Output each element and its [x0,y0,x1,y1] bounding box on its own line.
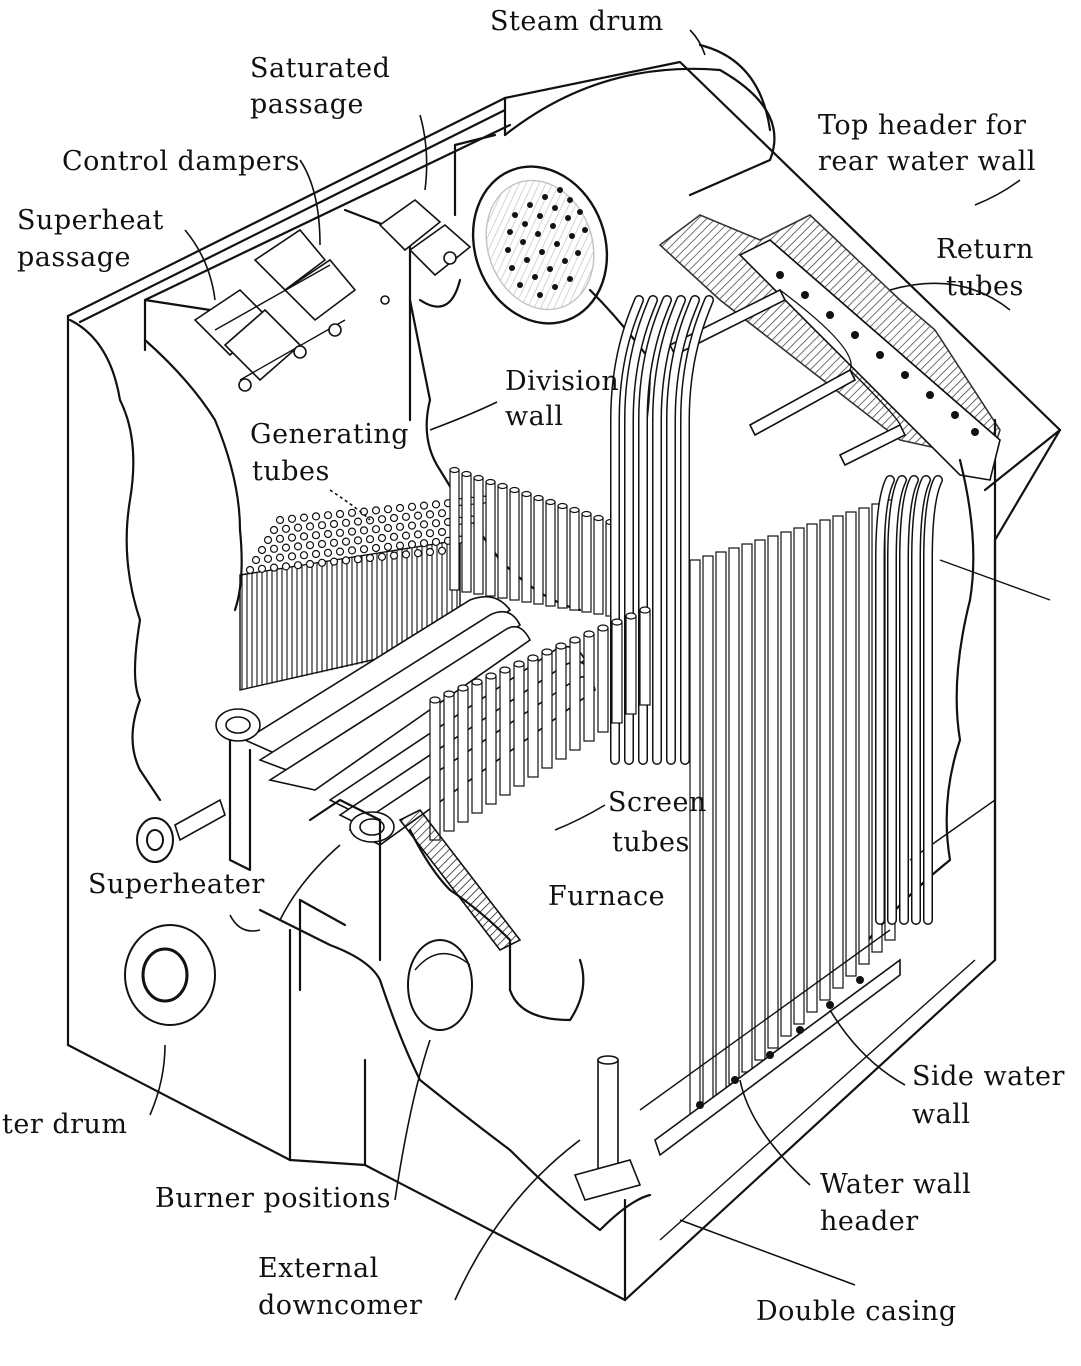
side-water-wall-tubes [689,475,943,1121]
steam-drum [471,43,776,325]
diagram-labels: Steam drum Saturated passage Control dam… [2,6,1065,1327]
label-steam-drum: Steam drum [490,6,664,37]
label-saturated-passage-2: passage [250,89,364,120]
label-return-tubes-1: Return [936,234,1034,265]
label-screen-tubes-1: Screen [608,787,707,818]
label-superheat-passage-1: Superheat [17,205,164,236]
label-external-downcomer-1: External [258,1253,379,1284]
label-division-wall-1: Division [505,366,619,397]
label-side-water-wall-1: Side water [912,1061,1065,1092]
label-furnace: Furnace [548,881,665,912]
label-screen-tubes-2: tubes [612,827,690,858]
label-external-downcomer-2: downcomer [258,1290,422,1321]
division-wall-tubes [449,466,616,617]
outer-casing [66,60,1062,1302]
label-side-water-wall-2: wall [912,1099,970,1130]
control-damper-plates [193,198,472,392]
label-water-drum: ter drum [2,1109,128,1140]
screen-tubes [429,295,714,841]
label-water-wall-header-1: Water wall [820,1169,971,1200]
label-division-wall-2: wall [505,401,563,432]
label-superheater: Superheater [88,869,265,900]
damper-compartments [143,96,512,422]
label-burner-positions: Burner positions [155,1183,391,1214]
burner-and-drum-openings [124,798,473,1031]
label-top-header-1: Top header for [818,110,1026,141]
water-wall-header [639,929,901,1157]
label-control-dampers: Control dampers [62,146,300,177]
top-header-assembly [658,214,1001,481]
label-water-wall-header-2: header [820,1206,919,1237]
label-double-casing: Double casing [756,1296,957,1327]
leader-lines [149,29,1021,1301]
label-return-tubes-2: tubes [946,271,1024,302]
label-generating-tubes-2: tubes [252,456,330,487]
label-superheat-passage-2: passage [17,242,131,273]
steam-drum-tube-holes [505,187,588,298]
label-generating-tubes-1: Generating [250,419,409,450]
header-holes [776,271,979,436]
label-top-header-2: rear water wall [818,146,1036,177]
front-baffles [228,738,522,992]
external-downcomer-pipe [573,1055,642,1201]
label-saturated-passage-1: Saturated [250,53,390,84]
